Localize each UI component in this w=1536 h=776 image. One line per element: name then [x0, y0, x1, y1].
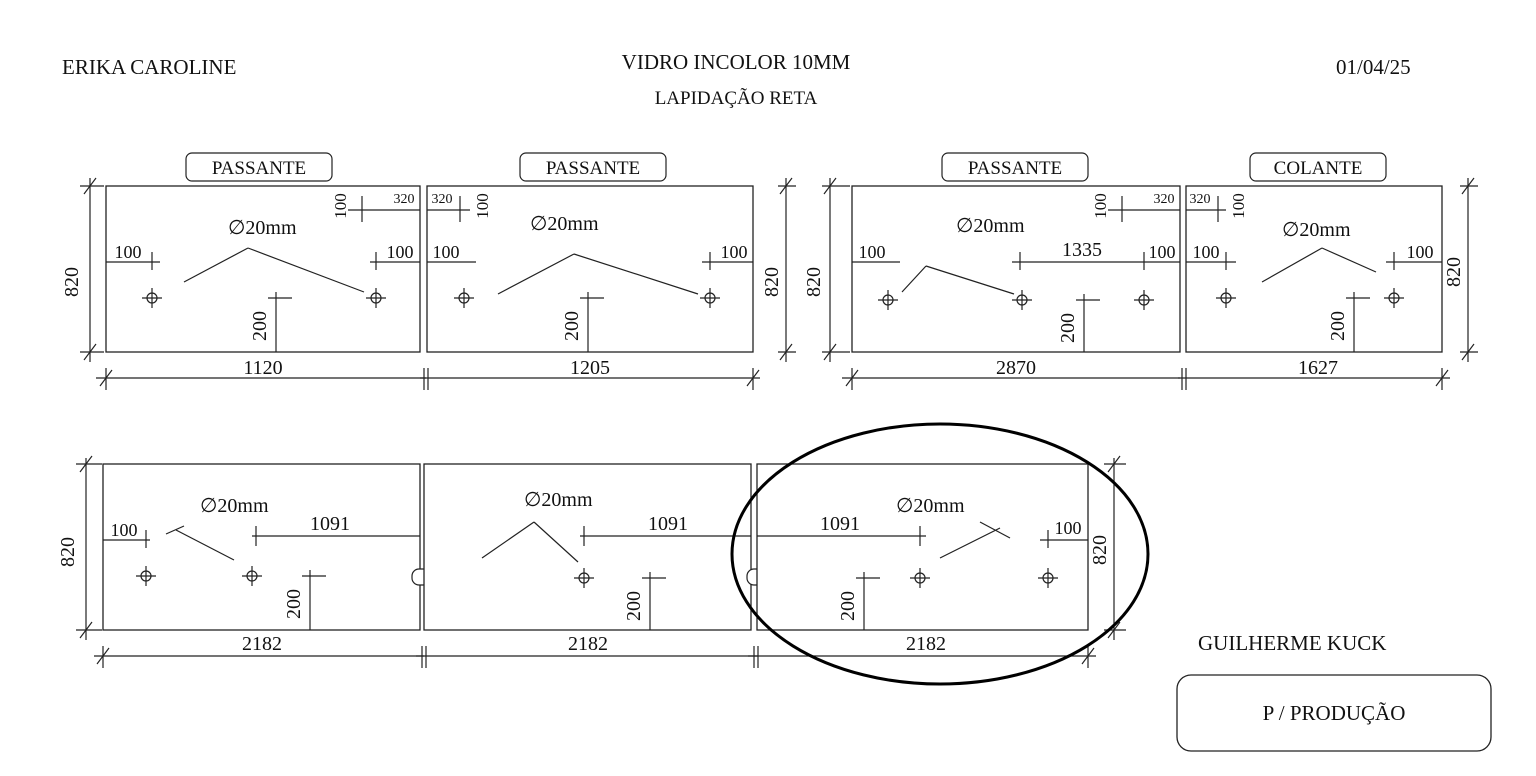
dim-mid: 1335	[1062, 239, 1102, 261]
dim-corner-w: 320	[432, 192, 453, 207]
dim-edge-right: 100	[1407, 242, 1434, 262]
panel-bottom-3: 2182 1091 100 ∅20mm 200 820	[748, 455, 1126, 668]
production-stamp-box	[1176, 674, 1492, 752]
hole-icon	[454, 288, 474, 308]
glass-panel	[102, 463, 421, 631]
panel-tag: PASSANTE	[212, 158, 306, 179]
installer-name: GUILHERME KUCK	[1198, 631, 1386, 655]
material-title: VIDRO INCOLOR 10MM	[622, 50, 851, 74]
dim-width: 1205	[570, 357, 610, 379]
dim-height: 820	[761, 267, 783, 297]
panel-bottom-2: 2182 1091 ∅20mm 200	[416, 463, 758, 668]
hole-label: ∅20mm	[896, 495, 965, 517]
dim-height: 820	[57, 537, 79, 567]
hole-label: ∅20mm	[228, 217, 297, 239]
date: 01/04/25	[1336, 55, 1411, 79]
dim-edge-left: 100	[1193, 242, 1220, 262]
dim-edge-left: 100	[859, 242, 886, 262]
dim-corner-h: 100	[1229, 193, 1248, 219]
hole-label: ∅20mm	[1282, 219, 1351, 241]
dim-bottom: 200	[283, 589, 305, 619]
hole-icon	[1134, 290, 1154, 310]
dim-corner-h: 100	[473, 193, 492, 219]
panel-top-2: PASSANTE 1205 820 100 100 320 100 ∅20mm …	[420, 152, 796, 390]
production-stamp: P / PRODUÇÃO	[1263, 701, 1406, 725]
panel-tag-box	[185, 152, 333, 182]
dim-bottom: 200	[1327, 311, 1349, 341]
dim-edge-left: 100	[433, 242, 460, 262]
dim-height: 820	[1443, 257, 1465, 287]
dim-mid: 1091	[820, 513, 860, 535]
hole-label: ∅20mm	[530, 213, 599, 235]
dim-height: 820	[1089, 535, 1111, 565]
finish-subtitle: LAPIDAÇÃO RETA	[655, 87, 818, 109]
hole-icon	[366, 288, 386, 308]
glass-panel	[426, 185, 754, 353]
dim-height: 820	[61, 267, 83, 297]
dim-mid: 1091	[310, 513, 350, 535]
dim-bottom: 200	[1057, 313, 1079, 343]
panel-top-4: COLANTE 1627 820 100 100 320 100 ∅20mm	[1178, 152, 1478, 390]
bottom-row: 820 2182 100 1091 ∅20mm 200	[57, 422, 1150, 686]
dim-bottom: 200	[249, 311, 271, 341]
hole-icon	[700, 288, 720, 308]
dim-bottom: 200	[837, 591, 859, 621]
dim-corner-h: 100	[1091, 193, 1110, 219]
dim-width: 1627	[1298, 357, 1338, 379]
panel-tag: COLANTE	[1274, 158, 1363, 179]
panel-top-1: PASSANTE 820 1120 100 100 320 100 ∅20mm	[61, 152, 426, 390]
hole-icon	[574, 568, 594, 588]
panel-tag: PASSANTE	[546, 158, 640, 179]
glass-panel	[423, 463, 752, 631]
dim-width: 1120	[243, 357, 282, 379]
dim-width: 2182	[568, 633, 608, 655]
hole-icon	[878, 290, 898, 310]
panel-tag-box	[941, 152, 1089, 182]
hole-icon	[142, 288, 162, 308]
dim-bottom: 200	[561, 311, 583, 341]
panel-bottom-1: 2182 100 1091 ∅20mm 200	[94, 463, 424, 668]
dim-corner-w: 320	[1154, 192, 1175, 207]
dim-edge-right: 100	[387, 242, 414, 262]
hole-icon	[136, 566, 156, 586]
hole-icon	[1216, 288, 1236, 308]
panel-tag-box	[519, 152, 667, 182]
hole-icon	[910, 568, 930, 588]
dim-width: 2870	[996, 357, 1036, 379]
dim-corner-w: 320	[1190, 192, 1211, 207]
highlight-ellipse	[730, 422, 1150, 686]
glass-panel	[756, 463, 1089, 631]
hole-icon	[1384, 288, 1404, 308]
panel-tag-box	[1249, 152, 1387, 182]
dim-width: 2182	[906, 633, 946, 655]
dim-corner-h: 100	[331, 193, 350, 219]
hole-label: ∅20mm	[956, 215, 1025, 237]
panel-top-3: PASSANTE 820 2870 100 1335 100 320 100 ∅…	[803, 152, 1181, 390]
dim-bottom: 200	[623, 591, 645, 621]
dim-corner-w: 320	[394, 192, 415, 207]
glass-panel	[1185, 185, 1443, 353]
dim-height: 820	[803, 267, 825, 297]
dim-edge-right: 100	[1149, 242, 1176, 262]
dim-edge-left: 100	[115, 242, 142, 262]
dim-edge: 100	[111, 520, 138, 540]
dim-width: 2182	[242, 633, 282, 655]
hole-label: ∅20mm	[524, 489, 593, 511]
hole-icon	[242, 566, 262, 586]
dim-mid: 1091	[648, 513, 688, 535]
client-name: ERIKA CAROLINE	[62, 55, 236, 79]
glass-panel	[851, 185, 1181, 353]
dim-edge: 100	[1055, 518, 1082, 538]
panel-tag: PASSANTE	[968, 158, 1062, 179]
dim-edge-right: 100	[721, 242, 748, 262]
glass-panel	[105, 185, 421, 353]
hole-icon	[1038, 568, 1058, 588]
hole-label: ∅20mm	[200, 495, 269, 517]
hole-icon	[1012, 290, 1032, 310]
